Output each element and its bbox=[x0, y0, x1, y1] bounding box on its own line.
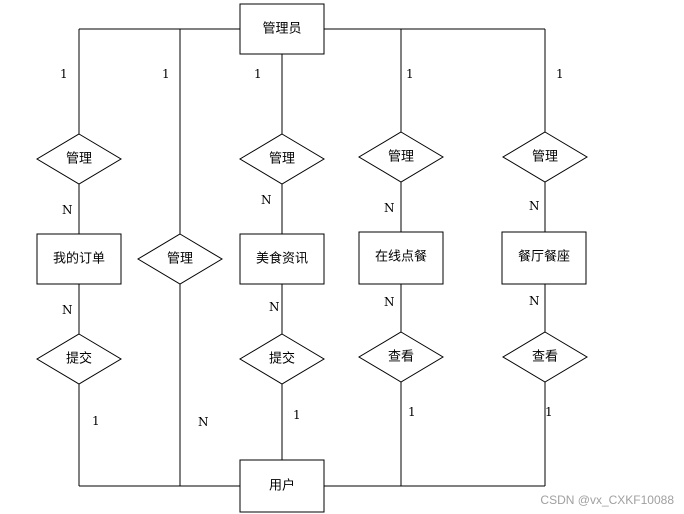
relation-view-seats: 查看 bbox=[502, 331, 588, 383]
relation-view-online-label: 查看 bbox=[388, 349, 414, 365]
entity-user: 用户 bbox=[239, 459, 325, 513]
cardinality-view-seats-user: 1 bbox=[545, 405, 553, 419]
entity-food-news-label: 美食资讯 bbox=[256, 251, 308, 267]
relation-manage-online-label: 管理 bbox=[388, 150, 414, 165]
cardinality-online-view: N bbox=[384, 295, 395, 309]
cardinality-submit-news-user: 1 bbox=[293, 408, 301, 422]
relation-manage-user: 管理 bbox=[137, 233, 223, 285]
cardinality-admin-news: 1 bbox=[254, 67, 262, 81]
cardinality-admin-user: 1 bbox=[162, 67, 170, 81]
entity-restaurant-seats-label: 餐厅餐座 bbox=[518, 249, 570, 265]
relation-manage-seats: 管理 bbox=[502, 131, 588, 183]
cardinality-orders-manage: N bbox=[62, 203, 73, 217]
relation-manage-news: 管理 bbox=[239, 133, 325, 185]
cardinality-online-manage: N bbox=[384, 201, 395, 215]
relation-manage-online: 管理 bbox=[358, 131, 444, 183]
relation-manage-news-label: 管理 bbox=[269, 152, 295, 167]
cardinality-orders-submit: N bbox=[62, 303, 73, 317]
cardinality-seats-view: N bbox=[529, 294, 540, 308]
relation-submit-news-label: 提交 bbox=[269, 351, 295, 367]
cardinality-admin-orders: 1 bbox=[60, 67, 68, 81]
cardinality-admin-seats: 1 bbox=[556, 67, 564, 81]
relation-submit-news: 提交 bbox=[239, 333, 325, 385]
entity-restaurant-seats: 餐厅餐座 bbox=[501, 231, 587, 285]
cardinality-user-manage: N bbox=[198, 415, 209, 429]
entity-my-orders: 我的订单 bbox=[36, 233, 122, 285]
connectors bbox=[78, 28, 546, 487]
entity-food-news: 美食资讯 bbox=[239, 233, 325, 285]
entity-my-orders-label: 我的订单 bbox=[53, 251, 105, 267]
cardinality-news-submit: N bbox=[269, 300, 280, 314]
cardinality-seats-manage: N bbox=[529, 199, 540, 213]
relation-submit-orders-label: 提交 bbox=[66, 351, 92, 367]
cardinality-submit-orders-user: 1 bbox=[92, 414, 100, 428]
relation-manage-orders: 管理 bbox=[36, 133, 122, 185]
watermark: CSDN @vx_CXKF10088 bbox=[540, 493, 674, 507]
relation-manage-orders-label: 管理 bbox=[66, 152, 92, 167]
relation-submit-orders: 提交 bbox=[36, 333, 122, 385]
relation-manage-user-label: 管理 bbox=[167, 252, 193, 267]
cardinality-labels: 1 N N 1 1 N 1 N N 1 1 N N 1 1 N N 1 bbox=[60, 67, 564, 429]
relation-manage-seats-label: 管理 bbox=[532, 150, 558, 165]
entity-online-order-label: 在线点餐 bbox=[375, 249, 427, 265]
entity-user-label: 用户 bbox=[269, 478, 295, 494]
cardinality-view-online-user: 1 bbox=[408, 405, 416, 419]
relation-view-online: 查看 bbox=[358, 331, 444, 383]
entity-online-order: 在线点餐 bbox=[358, 231, 444, 285]
entity-admin-label: 管理员 bbox=[262, 22, 301, 37]
cardinality-news-manage: N bbox=[261, 193, 272, 207]
entity-admin: 管理员 bbox=[239, 3, 325, 55]
relation-view-seats-label: 查看 bbox=[532, 349, 558, 365]
cardinality-admin-online: 1 bbox=[406, 67, 414, 81]
